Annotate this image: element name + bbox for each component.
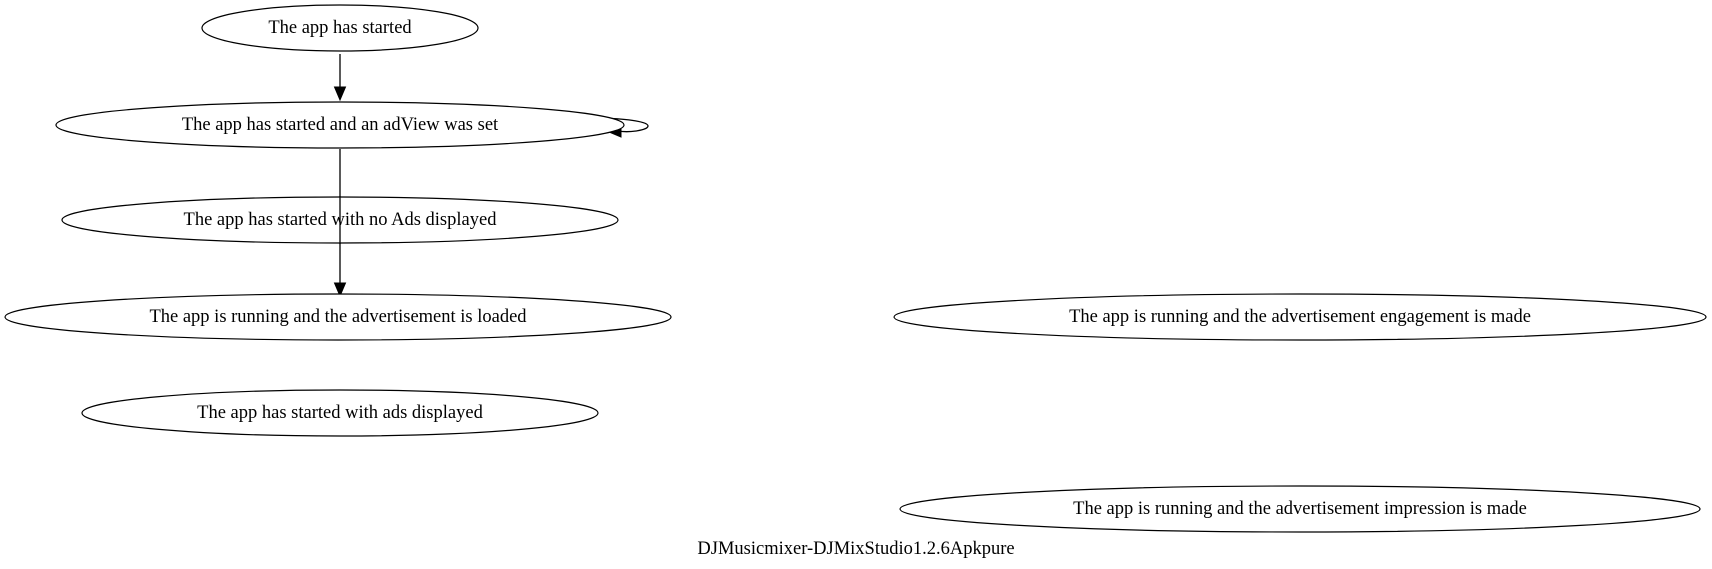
node-adview-set: The app has started and an adView was se… — [55, 101, 625, 149]
node-label: The app is running and the advertisement… — [1073, 499, 1527, 519]
node-ad-engagement: The app is running and the advertisement… — [893, 293, 1707, 341]
node-label: The app is running and the advertisement… — [1069, 307, 1531, 327]
diagram-caption: DJMusicmixer-DJMixStudio1.2.6Apkpure — [697, 539, 1014, 559]
arrowhead — [333, 282, 347, 298]
node-app-started: The app has started — [201, 4, 479, 52]
edge-started-to-adview — [333, 54, 347, 102]
node-label: The app has started with ads displayed — [197, 403, 483, 423]
edge-line — [601, 117, 649, 133]
arrowhead — [333, 86, 347, 102]
node-ad-loaded: The app is running and the advertisement… — [4, 293, 672, 341]
node-label: The app has started — [268, 18, 412, 38]
node-ads-displayed: The app has started with ads displayed — [81, 389, 599, 437]
node-ad-impression: The app is running and the advertisement… — [899, 485, 1701, 533]
node-label: The app has started and an adView was se… — [182, 115, 499, 135]
node-label: The app is running and the advertisement… — [149, 307, 527, 327]
